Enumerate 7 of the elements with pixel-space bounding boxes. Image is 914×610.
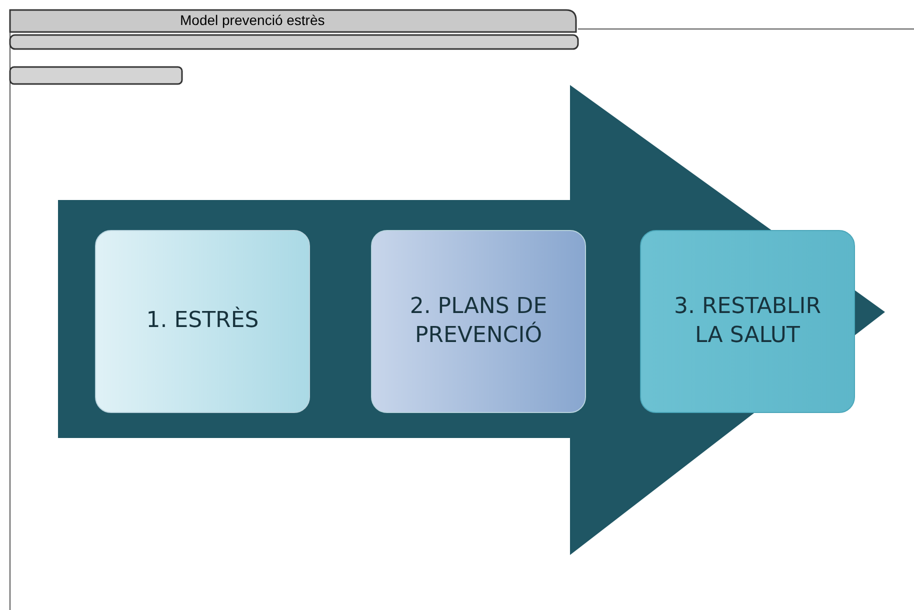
step-label: 3. RESTABLIR LA SALUT (672, 292, 822, 350)
step-box (95, 230, 310, 413)
step-box (371, 230, 586, 413)
step-label: 1. ESTRÈS (146, 307, 259, 336)
step-label: 2. PLANS DE PREVENCIÓ (408, 292, 548, 350)
step-box (640, 230, 855, 413)
title: Model prevenció estrès (180, 12, 325, 28)
